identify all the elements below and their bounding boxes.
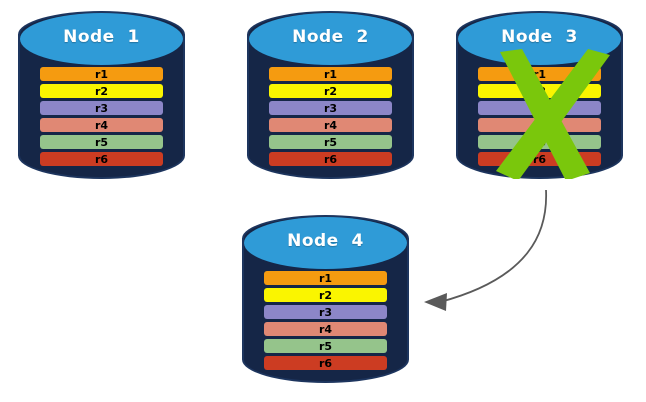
node-2-row-r3[interactable]: r3: [268, 101, 393, 115]
node-1-row-r1[interactable]: r1: [39, 67, 164, 81]
node-3-row-r1[interactable]: r1: [477, 67, 602, 81]
node-4-row-r5[interactable]: r5: [263, 339, 388, 353]
node-3-rows: r1 r2 r3 r4 r5 r6: [456, 67, 623, 166]
node-2-row-r2[interactable]: r2: [268, 84, 393, 98]
node-4-row-r1[interactable]: r1: [263, 271, 388, 285]
node-1-row-r6[interactable]: r6: [39, 152, 164, 166]
node-4-rows: r1 r2 r3 r4 r5 r6: [242, 271, 409, 370]
node-1-row-r2[interactable]: r2: [39, 84, 164, 98]
node-3-row-r4[interactable]: r4: [477, 118, 602, 132]
node-1-rows: r1 r2 r3 r4 r5 r6: [18, 67, 185, 166]
node-4-row-r2[interactable]: r2: [263, 288, 388, 302]
node-3-cylinder-top: [458, 13, 621, 65]
node-2-row-r5[interactable]: r5: [268, 135, 393, 149]
node-3-row-r3[interactable]: r3: [477, 101, 602, 115]
node-1[interactable]: Node 1 r1 r2 r3 r4 r5 r6: [18, 11, 185, 179]
node-2[interactable]: Node 2 r1 r2 r3 r4 r5 r6: [247, 11, 414, 179]
node-4-cylinder-top: [244, 217, 407, 269]
node-4-row-r6[interactable]: r6: [263, 356, 388, 370]
node-2-row-r1[interactable]: r1: [268, 67, 393, 81]
node-3-row-r6[interactable]: r6: [477, 152, 602, 166]
node-2-row-r4[interactable]: r4: [268, 118, 393, 132]
node-1-row-r4[interactable]: r4: [39, 118, 164, 132]
node-3-row-r2[interactable]: r2: [477, 84, 602, 98]
failover-arrow-line: [439, 189, 548, 303]
node-3[interactable]: Node 3 r1 r2 r3 r4 r5 r6: [456, 11, 623, 179]
node-4-row-r4[interactable]: r4: [263, 322, 388, 336]
node-4-row-r3[interactable]: r3: [263, 305, 388, 319]
node-2-cylinder-top: [249, 13, 412, 65]
node-1-row-r5[interactable]: r5: [39, 135, 164, 149]
node-2-row-r6[interactable]: r6: [268, 152, 393, 166]
node-3-row-r5[interactable]: r5: [477, 135, 602, 149]
node-1-cylinder-top: [20, 13, 183, 65]
node-2-rows: r1 r2 r3 r4 r5 r6: [247, 67, 414, 166]
node-4[interactable]: Node 4 r1 r2 r3 r4 r5 r6: [242, 215, 409, 383]
failover-arrow-head: [424, 293, 447, 311]
node-1-row-r3[interactable]: r3: [39, 101, 164, 115]
